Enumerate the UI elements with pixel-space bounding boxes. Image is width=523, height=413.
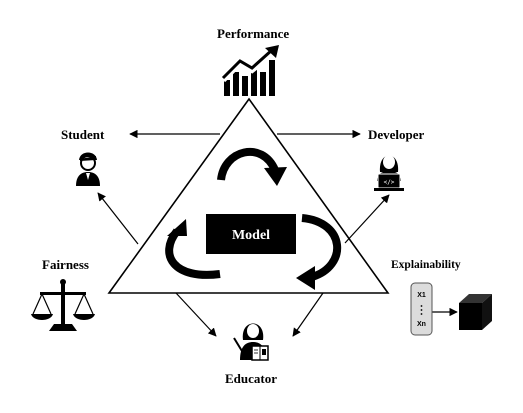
educator-icon	[233, 323, 269, 361]
developer-label: Developer	[368, 127, 425, 142]
performance-label: Performance	[217, 26, 290, 41]
svg-text:</>: </>	[384, 179, 395, 186]
model-label: Model	[232, 228, 270, 243]
black-box-icon	[459, 294, 492, 330]
scales-icon	[31, 279, 95, 331]
model-box	[206, 214, 296, 254]
arrow-to-developer-icon	[344, 194, 390, 244]
explainability-label: Explainability	[391, 259, 461, 271]
student-label: Student	[61, 127, 105, 142]
cycle-arrow-left-icon	[165, 219, 221, 279]
arrow-to-educator-left	[175, 292, 217, 337]
feature-xn-label: Xn	[417, 321, 426, 328]
triangle-frame	[107, 97, 390, 294]
bar-chart-trend-icon	[220, 45, 279, 96]
student-icon	[76, 152, 100, 186]
fairness-label: Fairness	[42, 257, 89, 272]
arrow-to-educator-right	[292, 292, 324, 337]
developer-laptop-icon: </>	[374, 155, 404, 191]
feature-x1-label: X1	[417, 292, 426, 299]
educator-label: Educator	[225, 371, 277, 386]
cycle-arrow-top-icon	[217, 148, 287, 186]
arrow-to-student-icon	[97, 192, 139, 245]
cycle-arrow-right-icon	[296, 214, 341, 290]
feature-panel: X1 Xn	[410, 282, 433, 336]
